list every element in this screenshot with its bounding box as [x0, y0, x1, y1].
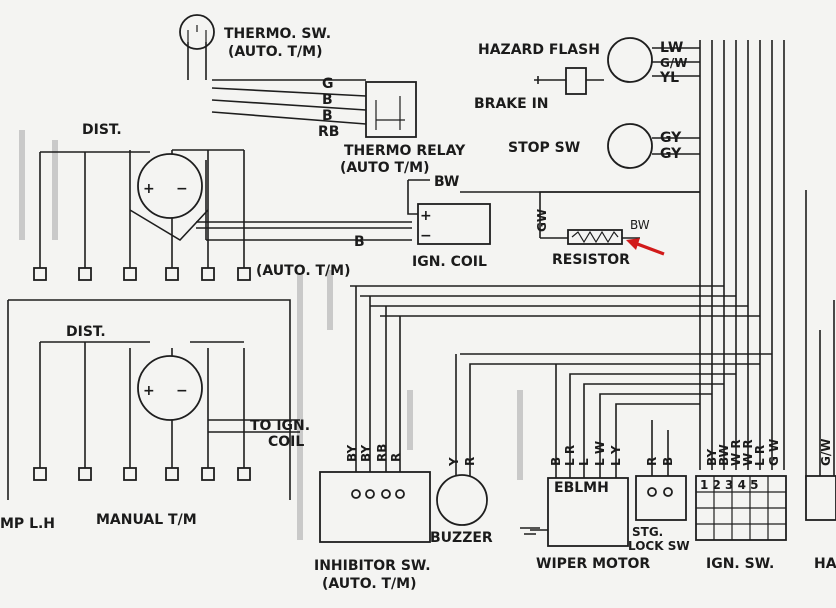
coil-wire-bw: BW — [434, 174, 459, 190]
thermo-sw-label: THERMO. SW. — [224, 26, 331, 42]
resistor-wire-gw: GW — [535, 209, 549, 232]
thermo-relay-sub-label: (AUTO T/M) — [340, 160, 430, 176]
dist-bottom-plus: + — [143, 383, 155, 399]
steering-lock-switch: R B STG. LOCK SW — [628, 420, 690, 553]
ign-sw-label: IGN. SW. — [706, 556, 774, 572]
relay-wire-b2: B — [322, 108, 333, 124]
buzzer-wire-r: R — [463, 457, 477, 466]
brake-in-label: BRAKE IN — [474, 96, 549, 112]
wiper-wire-5: L Y — [609, 445, 623, 466]
hazard-wire-yl: YL — [659, 70, 679, 86]
stop-wire-gy2: GY — [660, 146, 682, 162]
resistor-label: RESISTOR — [552, 252, 630, 268]
thermo-switch: THERMO. SW. (AUTO. T/M) — [179, 14, 331, 80]
buzzer-wire-y: Y — [447, 457, 461, 467]
dist-bottom-minus: − — [176, 383, 188, 399]
coil-label: COIL — [268, 434, 304, 450]
coil-wire-b: B — [354, 234, 365, 250]
ignition-coil: + − BW B IGN. COIL — [196, 160, 491, 270]
lamp-lh-label: MP L.H — [0, 516, 55, 532]
resistor-wire-bw: BW — [630, 218, 650, 232]
coil-plus: + — [420, 208, 432, 224]
lock-wire-r: R — [645, 457, 659, 466]
wiper-wire-4: L W — [593, 441, 607, 466]
thermo-sw-sub-label: (AUTO. T/M) — [228, 44, 323, 60]
relay-wire-b1: B — [322, 92, 333, 108]
inhibitor-wire-1: BY — [345, 445, 359, 462]
buzzer-label: BUZZER — [430, 530, 493, 546]
lock-sw-label: LOCK SW — [628, 539, 690, 553]
inhibitor-sub-label: (AUTO. T/M) — [322, 576, 417, 592]
inhibitor-wire-3: RB — [375, 444, 389, 462]
ign-sw-wire-3: W R — [729, 439, 743, 466]
inhibitor-sw-label: INHIBITOR SW. — [314, 558, 431, 574]
resistor: GW BW RESISTOR — [535, 191, 700, 268]
ign-coil-label: IGN. COIL — [412, 254, 487, 270]
wiper-motor-label: WIPER MOTOR — [536, 556, 650, 572]
thermo-relay-label: THERMO RELAY — [344, 143, 466, 159]
edge-component: G/W HA — [805, 439, 836, 572]
edge-wire-gw: G/W — [819, 439, 833, 466]
hazard-flash-label: HAZARD FLASH — [478, 42, 600, 58]
auto-tm-label: (AUTO. T/M) — [256, 263, 351, 279]
distributor-top: + − DIST. — [39, 122, 245, 270]
distributor-bottom: + − DIST. TO IGN. COIL — [39, 324, 310, 470]
stg-label: STG. — [632, 525, 663, 539]
stop-switch: STOP SW GY GY — [508, 123, 700, 169]
ign-sw-wire-2: BW — [717, 444, 731, 466]
inhibitor-wire-2: BY — [359, 445, 373, 462]
ignition-switch: 1 2 3 4 5 BY BW W R W R L R G W IGN. SW. — [695, 439, 787, 572]
stop-wire-gy1: GY — [660, 130, 682, 146]
wiper-wire-2: L R — [563, 445, 577, 466]
wiper-wire-3: L — [577, 458, 591, 466]
dist-bottom-label: DIST. — [66, 324, 106, 340]
ign-sw-wire-1: BY — [705, 449, 719, 466]
annotation-arrow — [626, 238, 665, 256]
relay-wire-rb: RB — [318, 124, 339, 140]
stop-sw-label: STOP SW — [508, 140, 580, 156]
inhibitor-wire-4: R — [389, 453, 403, 462]
manual-tm-frame — [7, 299, 291, 500]
ha-label: HA — [814, 556, 836, 572]
dist-top-label: DIST. — [82, 122, 122, 138]
coil-minus: − — [420, 228, 432, 244]
wiper-terminals-label: EBLMH — [554, 480, 609, 496]
ign-sw-positions: 1 2 3 4 5 — [700, 478, 758, 492]
thermo-relay: G B B RB THERMO RELAY (AUTO T/M) — [211, 76, 466, 176]
hazard-wire-gw: G/W — [660, 56, 687, 70]
spark-plugs-bottom — [33, 467, 251, 481]
right-harness — [350, 40, 835, 480]
hazard-wire-lw: LW — [660, 40, 683, 56]
wiper-motor: B L R L L W L Y EBLMH WIPER MOTOR — [520, 364, 736, 572]
buzzer: Y R BUZZER — [430, 354, 760, 546]
dist-polarity-minus: − — [176, 181, 188, 197]
to-ign-label: TO IGN. — [250, 418, 310, 434]
dist-polarity-plus: + — [143, 181, 155, 197]
relay-wire-g: G — [322, 76, 334, 92]
ign-sw-wire-5: L R — [753, 445, 767, 466]
ign-sw-wire-4: W R — [741, 439, 755, 466]
manual-tm-label: MANUAL T/M — [96, 512, 197, 528]
ign-sw-wire-6: G W — [767, 439, 781, 466]
wiper-wire-1: B — [549, 457, 563, 466]
scan-artifacts — [19, 130, 523, 540]
hazard-flasher: HAZARD FLASH LW G/W YL BRAKE IN — [474, 37, 700, 112]
spark-plugs-top — [33, 267, 251, 281]
inhibitor-switch: BY BY RB R INHIBITOR SW. (AUTO. T/M) — [314, 286, 431, 592]
lock-wire-b: B — [661, 457, 675, 466]
